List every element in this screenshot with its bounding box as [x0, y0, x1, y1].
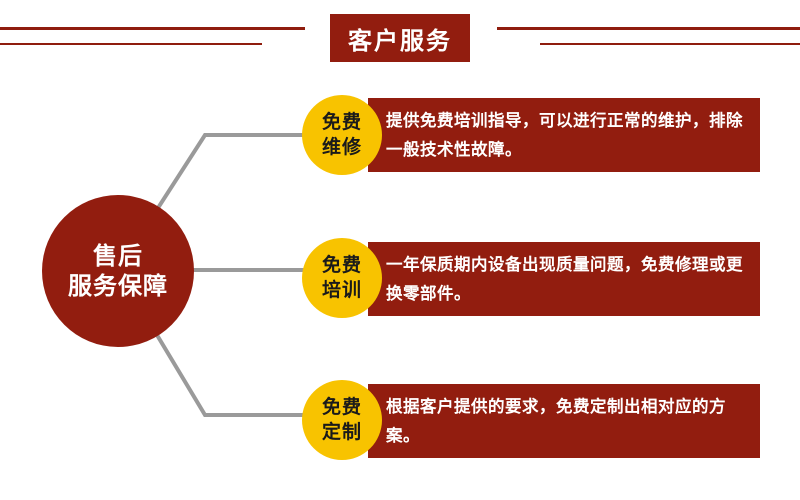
item-1-description-box: 提供免费培训指导，可以进行正常的维护，排除一般技术性故障。 [368, 98, 760, 172]
item-2-badge: 免费 培训 [302, 238, 382, 318]
header-decor-line-left-bottom [0, 43, 262, 45]
item-3-description-box: 根据客户提供的要求，免费定制出相对应的方案。 [368, 384, 760, 458]
hub-label-line1: 售后 [93, 242, 143, 270]
item-1-badge: 免费 维修 [302, 95, 382, 175]
header-decor-line-right-bottom [540, 43, 800, 45]
item-2-badge-line2: 培训 [321, 279, 362, 301]
item-1-description: 提供免费培训指导，可以进行正常的维护，排除一般技术性故障。 [386, 111, 743, 159]
item-1-badge-line2: 维修 [321, 136, 362, 158]
hub-label-line2: 服务保障 [68, 272, 168, 300]
item-3-description: 根据客户提供的要求，免费定制出相对应的方案。 [386, 397, 726, 445]
item-1-badge-line1: 免费 [321, 111, 362, 133]
item-3-badge-line1: 免费 [321, 396, 362, 418]
hub-circle: 售后 服务保障 [42, 195, 194, 347]
item-3-badge: 免费 定制 [302, 380, 382, 460]
header-decor-line-left-top [0, 27, 305, 30]
item-2-description: 一年保质期内设备出现质量问题，免费修理或更换零部件。 [386, 255, 743, 303]
page-title: 客户服务 [330, 14, 470, 62]
item-3-badge-line2: 定制 [321, 421, 362, 443]
header-decor-line-right-top [497, 27, 800, 30]
item-2-description-box: 一年保质期内设备出现质量问题，免费修理或更换零部件。 [368, 242, 760, 316]
item-2-badge-line1: 免费 [321, 254, 362, 276]
